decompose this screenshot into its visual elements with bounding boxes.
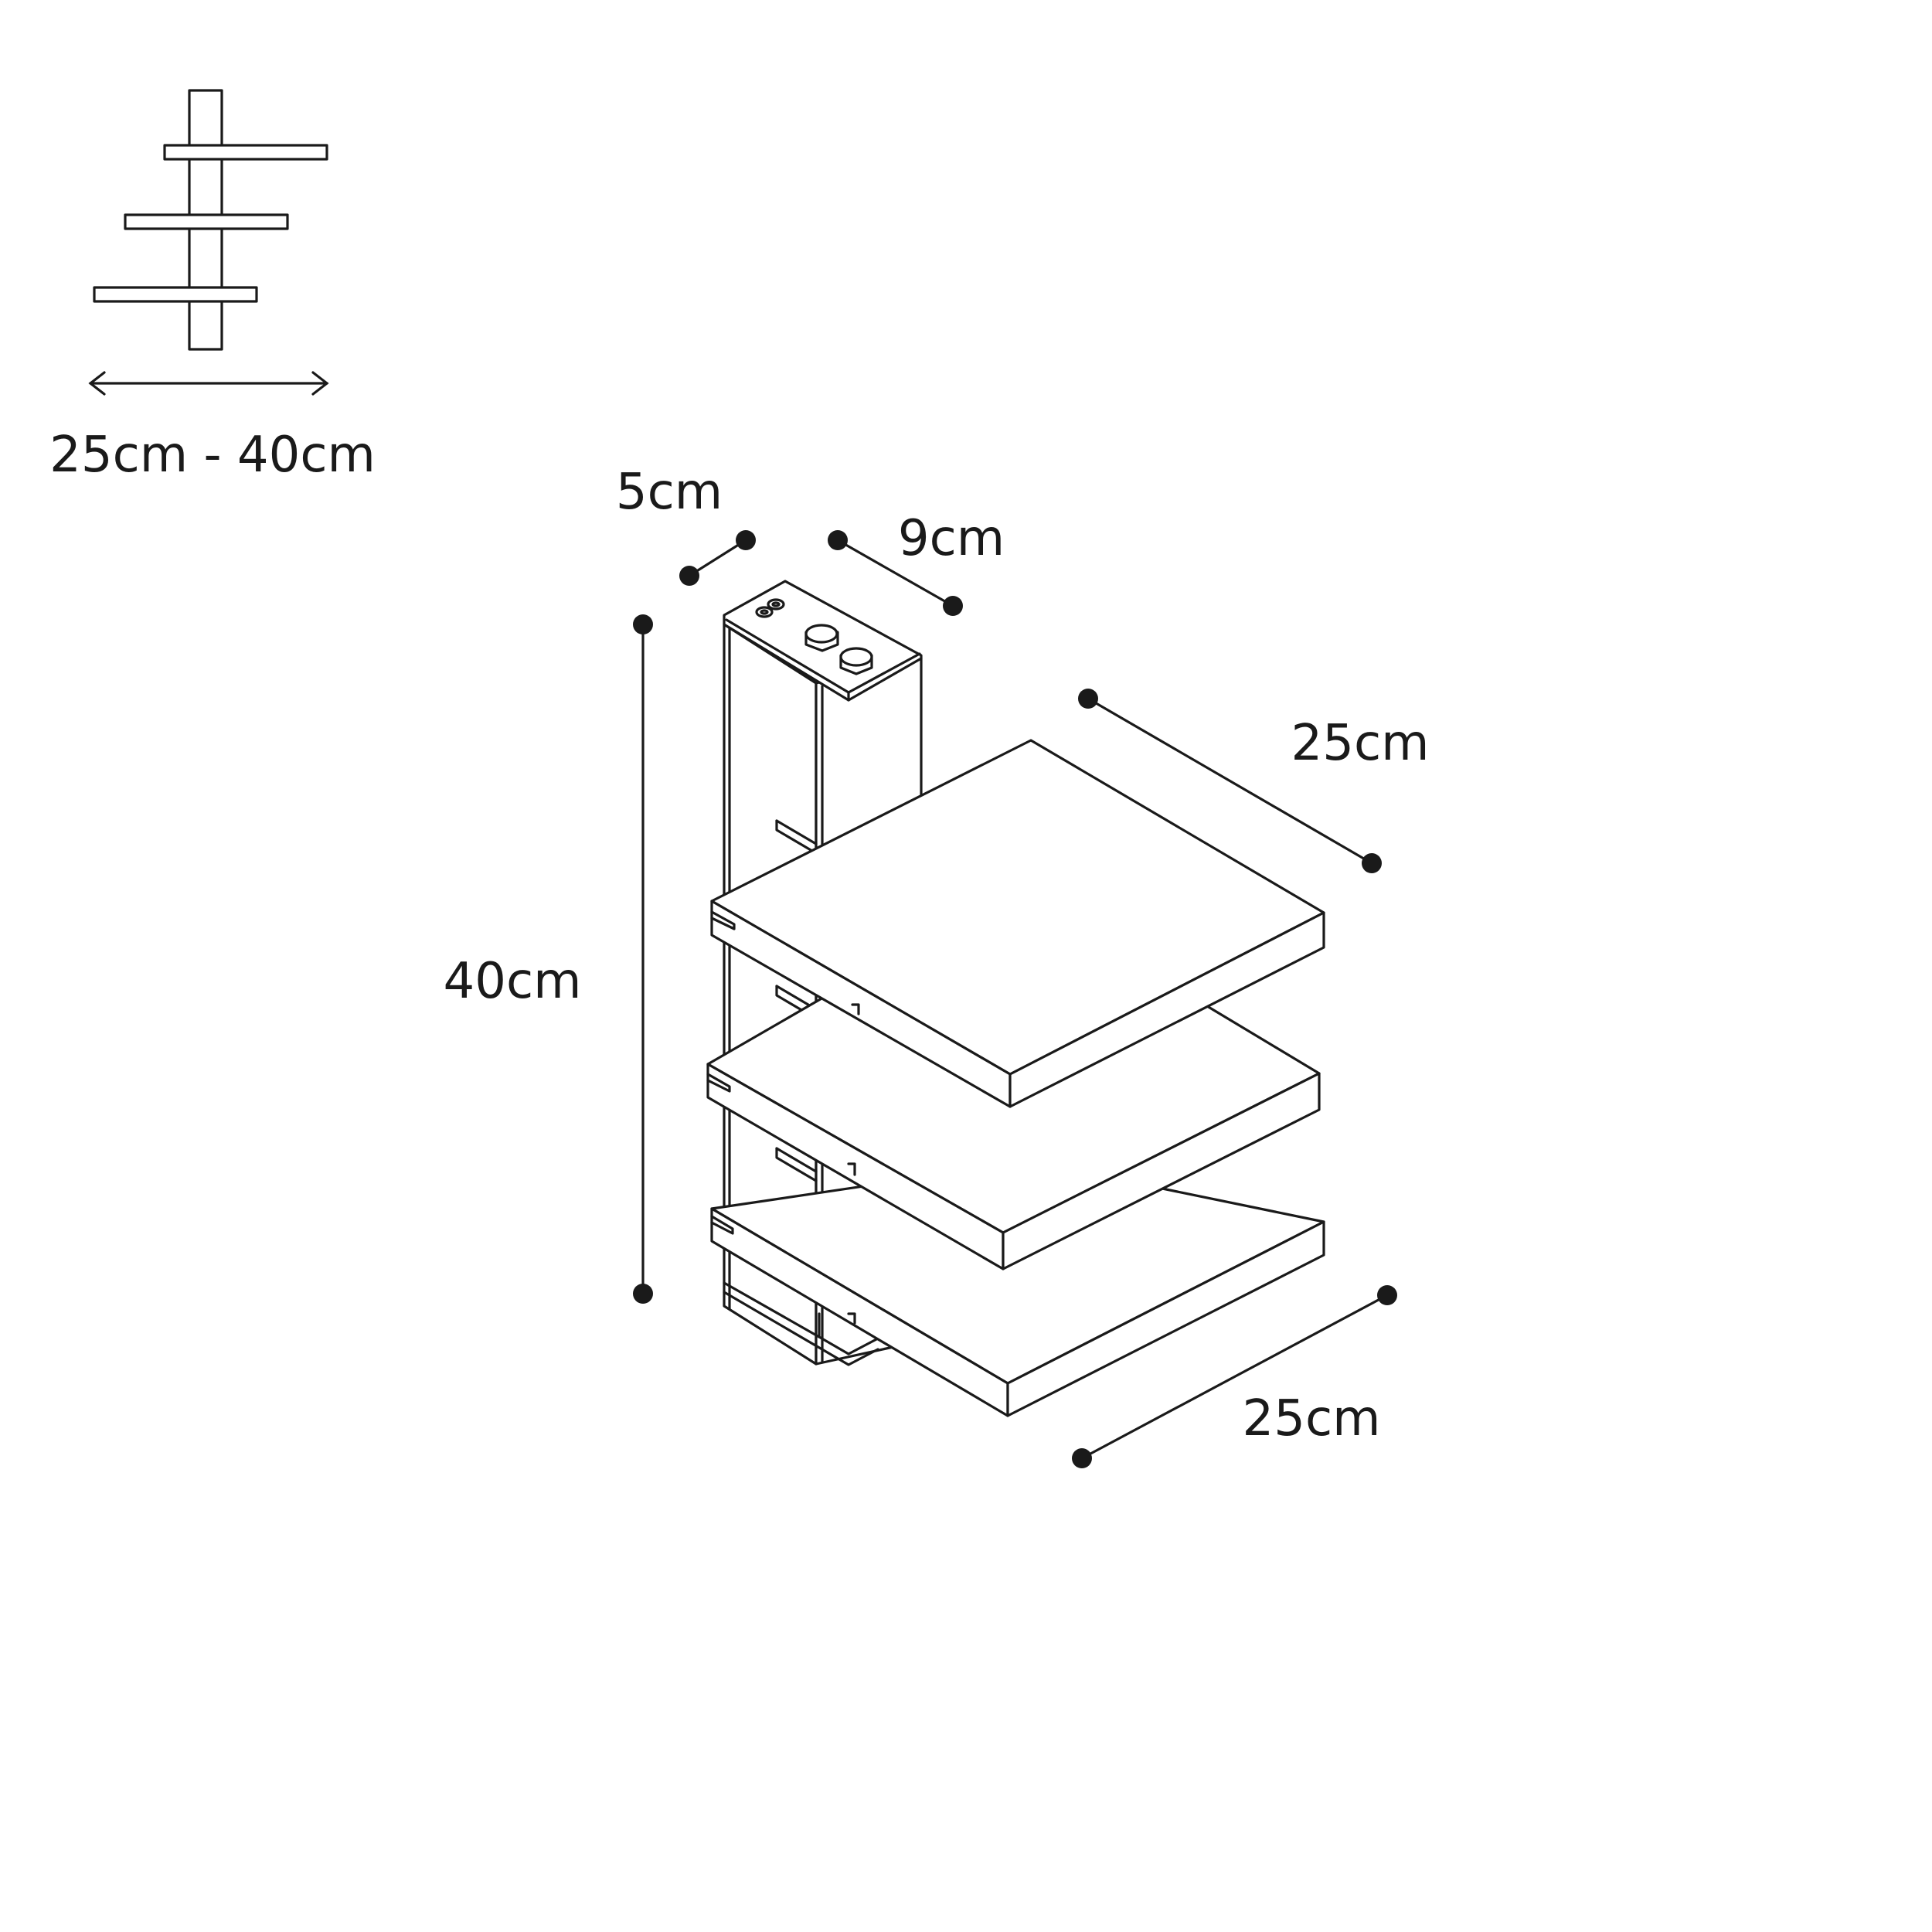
- dimension-width: [828, 530, 963, 616]
- elevation-shelf-middle: [124, 213, 289, 230]
- range-label: 25cm - 40cm: [49, 427, 376, 484]
- dimension-shelf-width: [1072, 1285, 1397, 1468]
- shelf-depth-label: 25cm: [1291, 715, 1430, 772]
- shelf-unit: [706, 580, 1325, 1417]
- shelf-bottom-side-face: [1006, 1220, 1325, 1417]
- width-label: 9cm: [898, 510, 1005, 567]
- hex-bolt-icon: [804, 624, 873, 675]
- screw-icon: [755, 598, 785, 618]
- elevation-shelf-top: [163, 144, 328, 161]
- dimension-shelf-depth: [1078, 689, 1382, 873]
- side-elevation-icon: [93, 89, 328, 351]
- shelf-middle-side-face: [1002, 1072, 1321, 1270]
- depth-label: 5cm: [616, 464, 723, 521]
- shelf-top-side-face: [1009, 911, 1325, 1108]
- shelf-width-label: 25cm: [1243, 1390, 1381, 1447]
- dimension-depth: [679, 530, 756, 586]
- elevation-shelf-bottom: [93, 286, 258, 303]
- shelf-bottom: [710, 1160, 1325, 1417]
- shelf-top: [710, 739, 1325, 1108]
- double-arrow-icon: [88, 371, 329, 396]
- dimension-height: [633, 614, 653, 1304]
- height-label: 40cm: [444, 953, 582, 1010]
